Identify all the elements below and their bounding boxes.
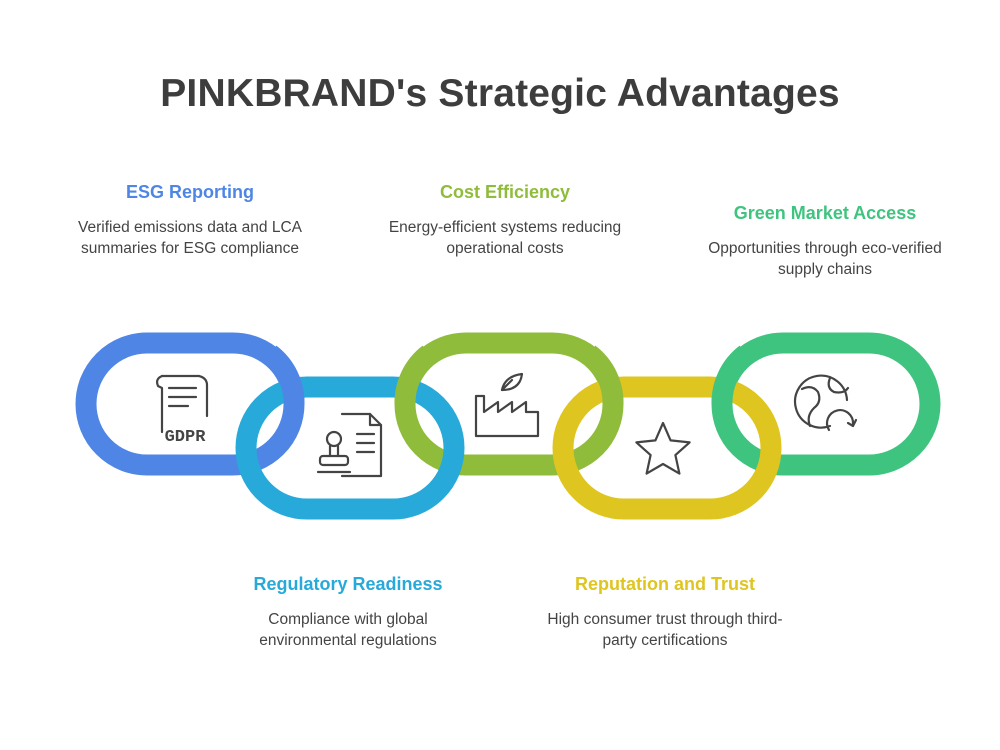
esg-reporting-heading: ESG Reporting <box>125 182 254 202</box>
regulatory-readiness-block: Regulatory Readiness Compliance with glo… <box>218 574 478 651</box>
regulatory-readiness-description: Compliance with global environmental reg… <box>259 611 437 649</box>
reputation-and-trust-block: Reputation and Trust High consumer trust… <box>535 574 795 651</box>
reputation-and-trust-description: High consumer trust through third-party … <box>547 611 783 649</box>
green-market-access-heading: Green Market Access <box>733 203 917 223</box>
cost-efficiency-description: Energy-efficient systems reducing operat… <box>388 219 622 257</box>
cost-efficiency-heading: Cost Efficiency <box>439 182 571 202</box>
chain-link-esg-reporting-overlap <box>263 345 305 405</box>
reputation-and-trust-heading: Reputation and Trust <box>575 574 755 594</box>
chain-link-regulatory-readiness <box>235 376 465 520</box>
esg-reporting-description: Verified emissions data and LCA summarie… <box>77 219 303 257</box>
stamp-document-icon <box>316 412 383 478</box>
esg-reporting-block: ESG Reporting Verified emissions data an… <box>60 182 320 259</box>
green-market-access-block: Green Market Access Opportunities throug… <box>695 203 955 280</box>
globe-refresh-icon <box>793 374 858 432</box>
regulatory-readiness-heading: Regulatory Readiness <box>253 574 443 594</box>
eco-factory-icon <box>474 372 540 438</box>
chain-link-cost-efficiency-overlap-right <box>582 345 624 405</box>
chain-link-green-market-access-overlap <box>711 345 753 405</box>
chain-link-reputation-and-trust <box>552 376 782 520</box>
star-icon <box>635 421 691 475</box>
svg-text:GDPR: GDPR <box>165 428 207 447</box>
page-title: PINKBRAND's Strategic Advantages <box>160 72 840 115</box>
cost-efficiency-block: Cost Efficiency Energy-efficient systems… <box>375 182 635 259</box>
gdpr-document-icon: GDPR <box>156 374 209 447</box>
green-market-access-description: Opportunities through eco-verified suppl… <box>708 240 942 278</box>
chain-link-cost-efficiency-overlap-left <box>394 345 436 405</box>
